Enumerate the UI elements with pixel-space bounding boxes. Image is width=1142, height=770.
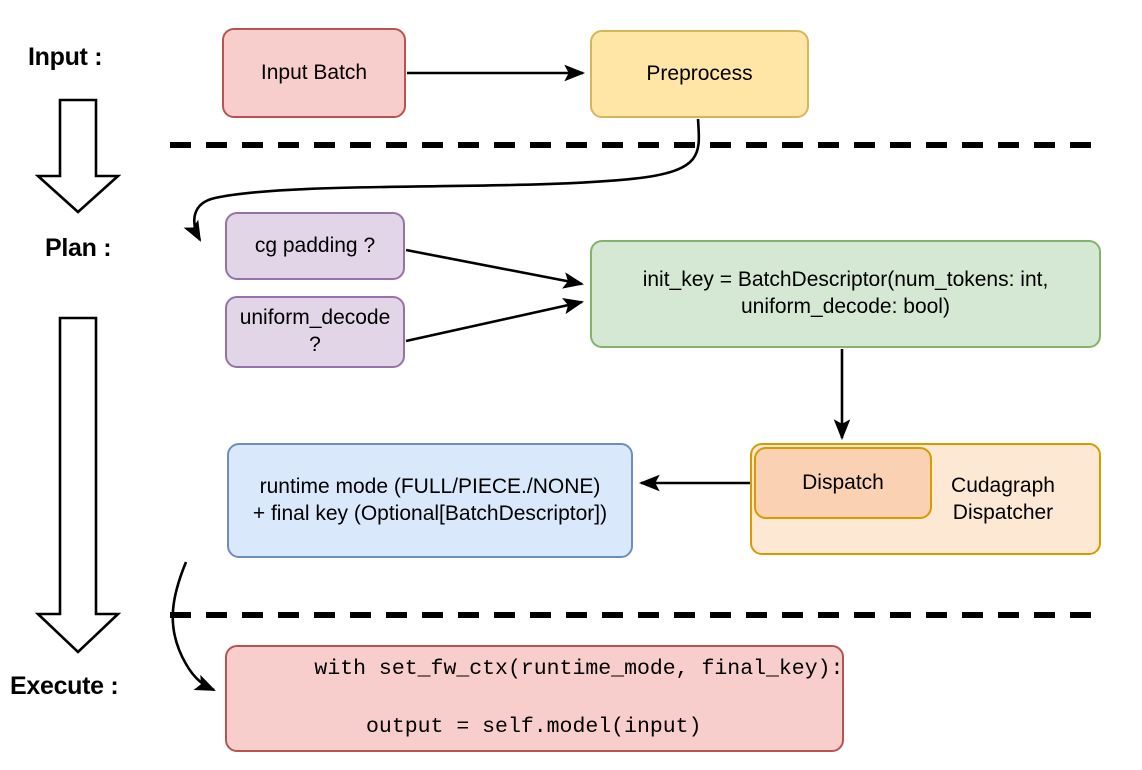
node-uniform-decode[interactable]: uniform_decode ? <box>225 296 405 368</box>
node-cudagraph-dispatcher-line2: Dispatcher <box>952 500 1054 524</box>
node-input-batch[interactable]: Input Batch <box>222 28 406 118</box>
node-exec-code-line1: with set_fw_ctx(runtime_mode, final_key)… <box>314 656 844 681</box>
node-preprocess[interactable]: Preprocess <box>590 30 809 118</box>
node-init-key[interactable]: init_key = BatchDescriptor(num_tokens: i… <box>590 240 1101 348</box>
node-runtime-mode-line2: + final key (Optional[BatchDescriptor]) <box>252 501 608 525</box>
node-init-key-line1: init_key = BatchDescriptor(num_tokens: i… <box>642 268 1049 292</box>
stage-flow-arrow-plan-exec <box>34 316 122 654</box>
node-init-key-line2: uniform_decode: bool) <box>741 295 950 318</box>
node-exec-code[interactable]: with set_fw_ctx(runtime_mode, final_key)… <box>225 645 844 752</box>
stage-flow-arrow-input-plan <box>34 98 122 214</box>
node-dispatch[interactable]: Dispatch <box>754 447 932 519</box>
stage-label-input: Input : <box>28 43 103 71</box>
cg-padding-to-init-key <box>405 248 585 289</box>
stage-label-execute: Execute : <box>10 672 119 700</box>
node-cg-padding[interactable]: cg padding ? <box>225 212 405 280</box>
node-exec-code-line2: output = self.model(input) <box>314 715 702 740</box>
node-cudagraph-dispatcher-line1: Cudagraph <box>951 474 1055 497</box>
node-runtime-mode-line1: runtime mode (FULL/PIECE./NONE) <box>259 474 601 498</box>
runtime-mode-to-exec-code <box>171 561 216 692</box>
uniform-decode-to-init-key <box>405 297 585 343</box>
stage-label-plan: Plan : <box>45 234 112 262</box>
node-runtime-mode[interactable]: runtime mode (FULL/PIECE./NONE) + final … <box>227 443 633 558</box>
